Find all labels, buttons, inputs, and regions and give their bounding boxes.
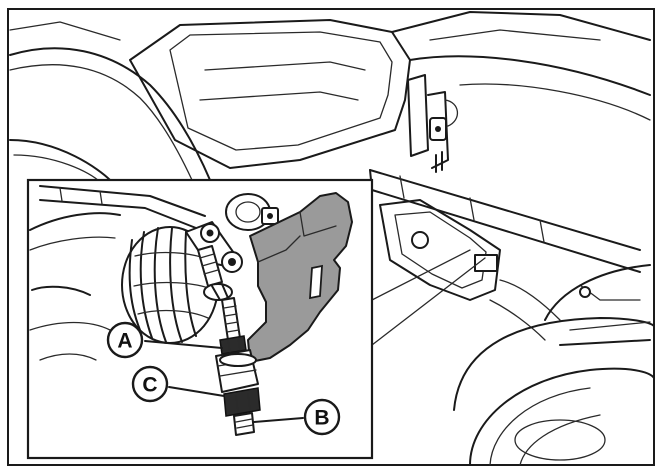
vehicle-background-drawing [9, 11, 655, 466]
spring-bellows [121, 226, 219, 344]
height-adjust-rod [215, 297, 261, 436]
callout-b-label: B [314, 407, 329, 430]
callout-c-label: C [142, 374, 157, 397]
callout-a: A [106, 321, 144, 359]
callout-c: C [131, 365, 169, 403]
callout-b: B [303, 398, 341, 436]
detail-inset: A C B [26, 178, 374, 460]
callout-a-label: A [117, 330, 132, 353]
mounting-bracket [247, 192, 353, 363]
